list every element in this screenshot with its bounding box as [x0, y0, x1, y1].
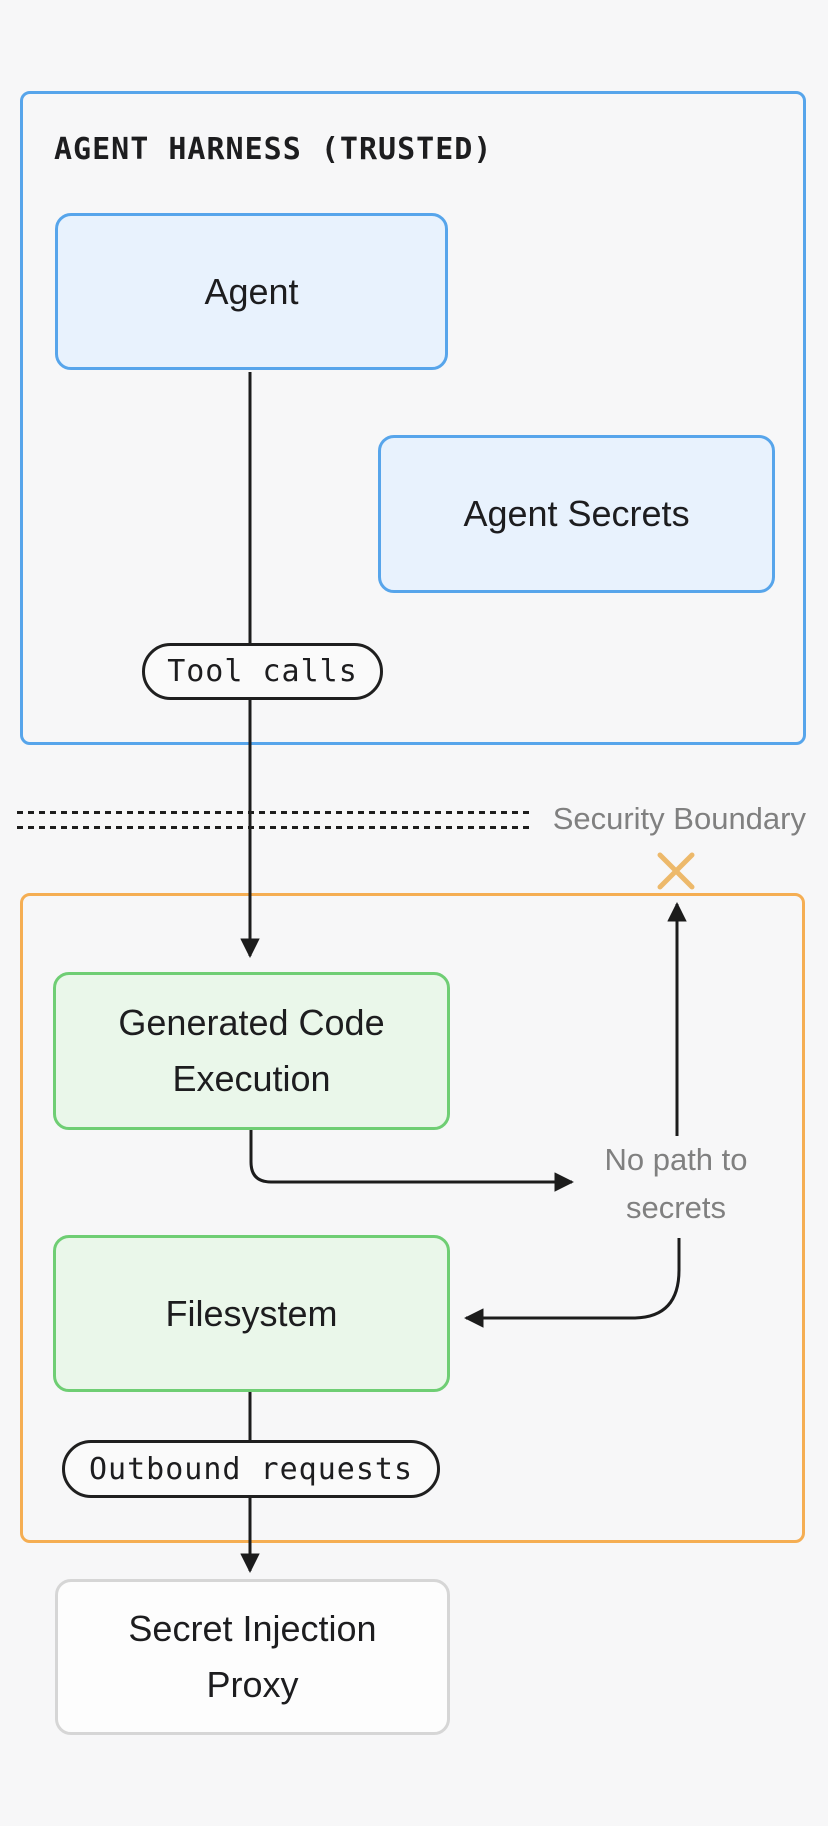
- agent-node: Agent: [55, 213, 448, 370]
- filesystem-node-label: Filesystem: [165, 1292, 338, 1334]
- secret-injection-proxy-node: Secret Injection Proxy: [55, 1579, 450, 1735]
- blocked-x-icon: [657, 852, 695, 890]
- trusted-zone-title: AGENT HARNESS (TRUSTED): [54, 132, 493, 167]
- security-boundary-line-bottom: [17, 826, 532, 829]
- trusted-zone-container: [20, 91, 806, 745]
- security-boundary-line-top: [17, 811, 532, 814]
- outbound-requests-pill: Outbound requests: [62, 1440, 440, 1498]
- generated-code-execution-node: Generated Code Execution: [53, 972, 450, 1130]
- generated-code-execution-label: Generated Code Execution: [118, 1002, 385, 1099]
- tool-calls-pill: Tool calls: [142, 643, 383, 700]
- agent-node-label: Agent: [204, 270, 299, 312]
- outbound-requests-pill-label: Outbound requests: [88, 1451, 414, 1487]
- agent-secrets-node-label: Agent Secrets: [463, 493, 690, 534]
- secret-injection-proxy-label: Secret Injection Proxy: [128, 1608, 377, 1705]
- sandbox-zone-container: [20, 893, 805, 1543]
- security-boundary-label: Security Boundary: [552, 801, 806, 836]
- filesystem-node: Filesystem: [53, 1235, 450, 1392]
- agent-secrets-node: Agent Secrets: [378, 435, 775, 593]
- no-path-label: No path to secrets: [604, 1142, 748, 1225]
- tool-calls-pill-label: Tool calls: [167, 654, 358, 689]
